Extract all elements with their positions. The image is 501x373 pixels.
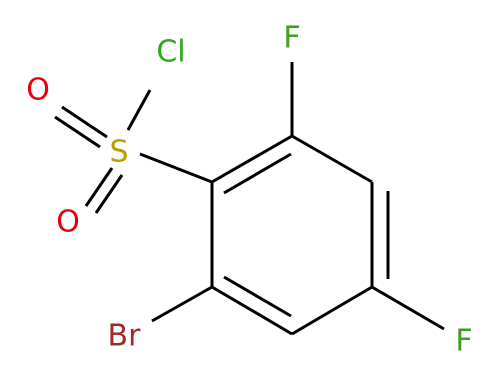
bond-s-cl xyxy=(126,89,152,131)
atom-fluorine-right: F xyxy=(455,324,472,359)
bond-c6-br xyxy=(151,285,213,323)
atom-fluorine-top: F xyxy=(283,21,300,56)
atom-bromine: Br xyxy=(108,319,142,354)
bond-c4-c5 xyxy=(291,285,373,336)
bond-s-o-top-b xyxy=(54,115,101,149)
atom-chlorine: Cl xyxy=(156,35,185,70)
bond-c4-f-right xyxy=(371,285,445,331)
bond-s-o-top-a xyxy=(61,105,108,139)
bond-c1-s xyxy=(139,152,213,184)
bond-s-o-bottom-b xyxy=(94,174,124,214)
bond-c1-c2-inner xyxy=(223,152,292,195)
atom-sulfur: S xyxy=(109,135,128,170)
bond-c2-c3 xyxy=(291,134,373,184)
atom-labels: S Cl O O F F Br xyxy=(26,21,472,359)
bond-c1-c2 xyxy=(211,134,293,184)
substituent-bonds xyxy=(54,62,445,331)
bond-c5-c6-inner xyxy=(223,275,292,318)
benzene-ring xyxy=(210,134,390,336)
atom-oxygen-bottom: O xyxy=(56,205,80,240)
bond-c5-c6 xyxy=(211,285,293,336)
atom-oxygen-top: O xyxy=(26,73,50,108)
bond-s-o-bottom-a xyxy=(84,167,114,207)
